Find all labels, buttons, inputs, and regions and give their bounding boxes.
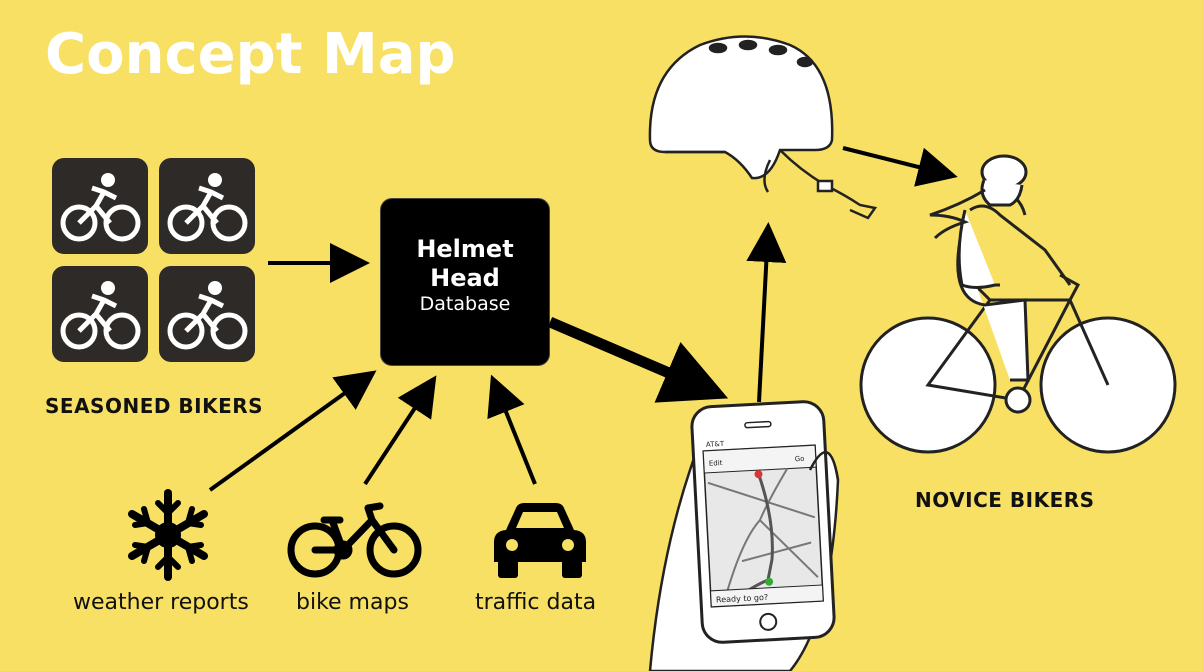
phone-prompt: Ready to go? [716,593,769,605]
traffic-data-label: traffic data [475,590,597,615]
arrow-traffic-to-db [487,374,537,485]
car-icon [494,503,586,578]
cyclist-icon [167,281,248,350]
cyclist-icon [167,173,248,242]
phone-go-button: Go [795,455,805,463]
page-title: Concept Map [45,22,456,87]
seasoned-bikers-label: SEASONED BIKERS [45,394,264,418]
novice-bikers-label: NOVICE BIKERS [915,488,1095,512]
arrow-maps-to-db [363,375,437,486]
database-subtitle: Database [419,293,511,315]
phone-edit-button: Edit [709,459,723,468]
cyclist-tile [159,266,255,362]
cyclist-tile [159,158,255,254]
arrow-phone-to-helmet [746,222,787,403]
arrow-weather-to-db [208,370,377,492]
novice-cyclist-illustration [859,154,1177,454]
phone-illustration: AT&T Edit Go Ready to go? [648,400,840,671]
bike-maps-label: bike maps [296,590,409,615]
helmet-illustration [648,35,878,220]
snowflake-icon [128,489,208,581]
arrow-helmet-to-novice [842,146,958,187]
cyclist-tile [52,266,148,362]
bicycle-icon [287,502,422,578]
cyclist-icon [60,281,141,350]
cyclist-icon [60,173,141,242]
phone-status: AT&T [706,440,725,449]
arrow-db-to-phone [547,316,729,403]
database-title-line2: Head [430,264,500,292]
weather-reports-label: weather reports [73,590,249,615]
database-title-line1: Helmet [416,235,514,263]
cyclist-tile [52,158,148,254]
helmet-head-database: Helmet Head Database [380,198,550,366]
